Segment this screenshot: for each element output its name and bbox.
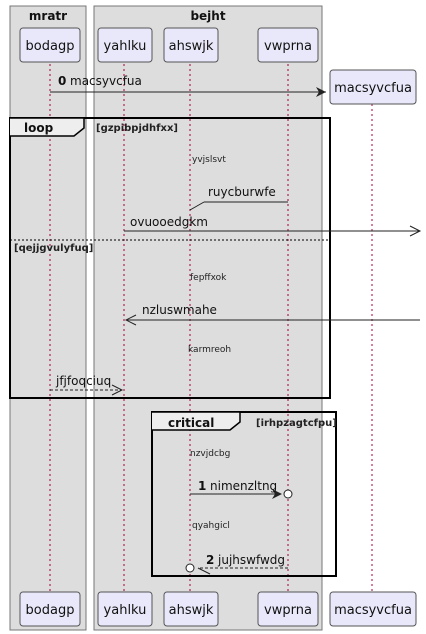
else-guard: [qejjgvulyfuq] bbox=[14, 243, 93, 254]
box-mratr bbox=[9, 5, 87, 631]
participant-yahlku-top[interactable] bbox=[97, 27, 153, 63]
critical-fragment bbox=[151, 411, 337, 577]
arrowhead-icon bbox=[111, 384, 124, 396]
message-nzluswmahe-text: nzluswmahe bbox=[142, 303, 217, 317]
participant-label: ahswjk bbox=[169, 39, 214, 54]
note-fepffxok: fepffxok bbox=[190, 273, 227, 283]
note-karmreoh: karmreoh bbox=[188, 345, 231, 355]
arrowhead-icon bbox=[316, 87, 326, 97]
participant-bodagp-bottom[interactable] bbox=[19, 591, 81, 627]
arrowhead-icon bbox=[189, 201, 205, 211]
participant-label: yahlku bbox=[104, 603, 147, 618]
message-0-text: macsyvcfua bbox=[70, 74, 142, 88]
arrowhead-icon bbox=[197, 567, 211, 575]
message-ovuooedgkm-text: ovuooedgkm bbox=[130, 215, 208, 229]
box-bejht bbox=[93, 5, 323, 631]
loop-fragment bbox=[9, 117, 331, 399]
note-yvjslsvt: yvjslsvt bbox=[192, 155, 226, 165]
message-2-number: 2 bbox=[206, 553, 214, 567]
participant-ahswjk-bottom[interactable] bbox=[163, 591, 219, 627]
arrowhead-icon bbox=[124, 314, 137, 326]
critical-guard: [irhpzagtcfpu] bbox=[256, 418, 337, 429]
participant-macsyvcfua-bottom[interactable] bbox=[329, 591, 417, 627]
note-qyahgicl: qyahgicl bbox=[192, 521, 230, 531]
critical-keyword: critical bbox=[168, 416, 214, 430]
participant-vwprna-top[interactable] bbox=[257, 27, 319, 63]
participant-yahlku-bottom[interactable] bbox=[97, 591, 153, 627]
lost-message-circle-icon bbox=[283, 489, 293, 499]
message-1-text: nimenzltng bbox=[210, 479, 277, 493]
participant-bodagp-top[interactable] bbox=[19, 27, 81, 63]
loop-keyword: loop bbox=[24, 121, 54, 135]
participant-label: macsyvcfua bbox=[334, 603, 412, 618]
participant-label: ahswjk bbox=[169, 603, 214, 618]
participant-label: macsyvcfua bbox=[334, 81, 412, 96]
found-message-circle-icon bbox=[185, 563, 195, 573]
loop-guard: [gzpibpjdhfxx] bbox=[96, 123, 178, 134]
participant-label: vwprna bbox=[264, 603, 312, 618]
message-0-number: 0 bbox=[58, 74, 66, 88]
critical-tab bbox=[152, 411, 241, 431]
participant-macsyvcfua-top[interactable] bbox=[329, 69, 417, 105]
loop-tab bbox=[10, 117, 85, 137]
box-bejht-title: bejht bbox=[190, 9, 225, 23]
message-2-text: jujhswfwdg bbox=[217, 553, 285, 567]
participant-label: bodagp bbox=[26, 603, 75, 618]
arrowhead-icon bbox=[272, 489, 282, 499]
message-ruycburwfe-text: ruycburwfe bbox=[208, 185, 276, 199]
participant-label: bodagp bbox=[26, 39, 75, 54]
participant-vwprna-bottom[interactable] bbox=[257, 591, 319, 627]
participant-label: yahlku bbox=[104, 39, 147, 54]
participant-label: vwprna bbox=[264, 39, 312, 54]
note-nzvjdcbg: nzvjdcbg bbox=[190, 449, 230, 459]
message-jfjfoqciuq-text: jfjfoqciuq bbox=[55, 374, 111, 388]
message-1-number: 1 bbox=[198, 479, 206, 493]
participant-ahswjk-top[interactable] bbox=[163, 27, 219, 63]
arrowhead-icon bbox=[409, 225, 422, 237]
box-mratr-title: mratr bbox=[29, 9, 67, 23]
